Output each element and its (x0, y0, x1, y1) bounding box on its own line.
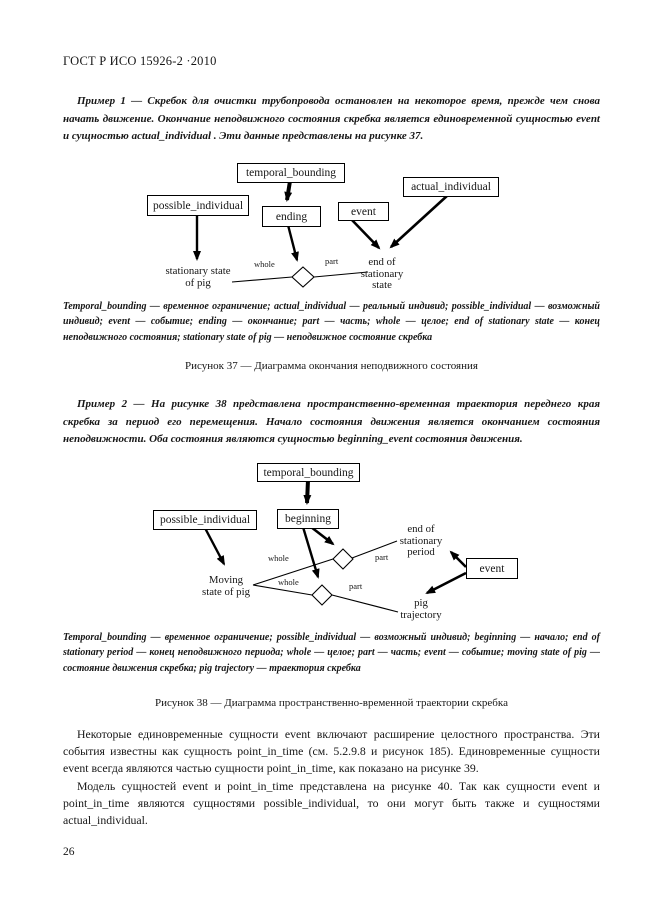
composition-diamond (291, 266, 315, 288)
node-text-line: of pig (185, 276, 211, 289)
node-text-line: pig (414, 597, 428, 609)
node-text-line: stationary state (165, 265, 231, 277)
line-lower-part-side (331, 594, 399, 613)
entity-label: possible_individual (159, 514, 251, 526)
arrow-temporal-to-beginning (303, 479, 312, 505)
relation-label-part: part (325, 256, 339, 266)
node-text-line: trajectory (400, 608, 442, 621)
node-text-line: end of (368, 256, 396, 268)
relation-label-part-lower: part (349, 581, 363, 591)
relation-label-whole-upper: whole (268, 553, 289, 563)
node-text-line: state (372, 279, 392, 292)
arrow-possible-to-moving (203, 527, 226, 566)
figure-37-connector-lines (193, 180, 449, 288)
figure-37-legend: Temporal_bounding — временное ограничени… (63, 301, 600, 343)
node-text-line: period (407, 546, 435, 559)
relation-label-part-upper: part (375, 552, 389, 562)
entity-label: ending (275, 210, 308, 223)
body-text-block: Некоторые единовременные сущности event … (63, 726, 600, 829)
arrow-beginning-to-lower-diamond (301, 526, 320, 579)
figure-38-connector-lines (203, 479, 467, 613)
line-part-side (313, 271, 369, 278)
node-end-of-stationary-period: end of stationary period (386, 523, 456, 559)
arrow-ending-to-diamond (286, 224, 299, 262)
line-lower-whole-side (252, 584, 313, 596)
node-text-line: Moving (208, 574, 244, 586)
line-upper-whole-side (252, 558, 334, 586)
entity-box-temporal-bounding: temporal_bounding (237, 163, 345, 183)
entity-label: beginning (285, 513, 331, 525)
entity-box-temporal-bounding: temporal_bounding (257, 463, 360, 482)
node-text-line: state of pig (202, 585, 250, 598)
relation-label-whole: whole (254, 259, 275, 269)
node-end-of-stationary-state: end of stationary state (347, 256, 417, 292)
node-text-line: stationary (399, 534, 443, 547)
entity-box-ending: ending (262, 206, 321, 227)
node-moving-state-of-pig: Moving state of pig (188, 574, 264, 598)
entity-box-actual-individual: actual_individual (403, 177, 499, 197)
entity-label: temporal_bounding (263, 466, 354, 479)
entity-box-possible-individual: possible_individual (147, 195, 249, 216)
entity-box-event: event (466, 558, 518, 579)
entity-label: event (351, 205, 376, 218)
figure-37-diagram: temporal_bounding possible_individual en… (0, 160, 661, 300)
arrow-event-to-end-period (449, 550, 467, 568)
entity-box-beginning: beginning (277, 509, 339, 529)
upper-composition-diamond (332, 548, 354, 570)
arrow-event-to-end (350, 218, 381, 250)
node-text-line: end of (407, 523, 435, 535)
entity-label: actual_individual (411, 181, 491, 193)
entity-label: event (479, 562, 505, 575)
entity-box-possible-individual: possible_individual (153, 510, 257, 530)
entity-label: possible_individual (152, 199, 244, 212)
body-paragraph-2: Модель сущностей event и point_in_time п… (63, 778, 600, 828)
page-number: 26 (63, 846, 75, 858)
arrow-temporal-to-ending (284, 180, 293, 202)
example-2-paragraph: Пример 2 — На рисунке 38 представлена пр… (63, 398, 600, 446)
relation-label-whole-lower: whole (278, 577, 299, 587)
line-upper-part-side (351, 540, 398, 559)
node-text-line: stationary (360, 267, 404, 280)
figure-38-caption: Рисунок 38 — Диаграмма пространственно-в… (155, 697, 508, 709)
node-stationary-state-of-pig: stationary state of pig (155, 265, 241, 289)
figure-37-caption: Рисунок 37 — Диаграмма окончания неподви… (185, 360, 478, 372)
figure-38-diagram: temporal_bounding possible_individual be… (0, 460, 661, 625)
line-whole-side (231, 276, 293, 283)
figure-38-legend: Temporal_bounding — временное ограничени… (63, 632, 600, 674)
arrow-beginning-to-upper-diamond (310, 525, 335, 546)
entity-box-event: event (338, 202, 389, 221)
node-pig-trajectory: pig trajectory (386, 597, 456, 621)
document-header: ГОСТ Р ИСО 15926-2 ·2010 (63, 54, 217, 68)
entity-label: temporal_bounding (245, 167, 337, 179)
body-paragraph-1: Некоторые единовременные сущности event … (63, 727, 600, 776)
arrow-event-to-pig-trajectory (425, 571, 467, 595)
lower-composition-diamond (311, 584, 333, 606)
arrow-actual-to-end (389, 194, 449, 249)
example-1-paragraph: Пример 1 — Скребок для очистки трубопров… (63, 95, 600, 143)
